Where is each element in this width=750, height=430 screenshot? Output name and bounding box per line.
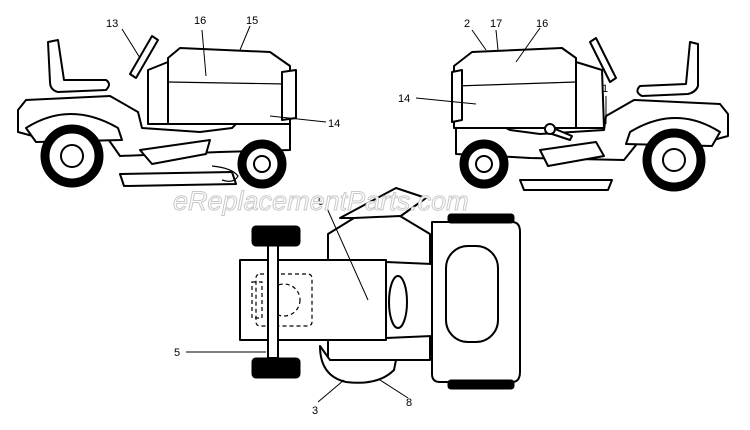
steering-ellipse [388, 275, 408, 329]
callout-14: 14 [328, 118, 340, 130]
front-wheel-hub [253, 155, 271, 173]
tractor-right-side-view: 2 17 16 14 1 [398, 18, 729, 192]
grille [451, 69, 463, 123]
callout-13: 13 [106, 18, 118, 30]
callout-8: 8 [406, 397, 412, 409]
steering-wheel [129, 35, 159, 79]
lever-knob [544, 123, 556, 135]
tractor-left-side-view: 13 16 15 14 [17, 15, 340, 189]
foot-rest [539, 141, 605, 167]
callout-15: 15 [246, 15, 258, 27]
seat [47, 39, 110, 93]
callout-16: 16 [536, 18, 548, 30]
callout-17: 17 [490, 18, 502, 30]
rear-axle [267, 243, 279, 359]
discharge-chute [211, 165, 239, 182]
seat [636, 41, 699, 97]
callout-16: 16 [194, 15, 206, 27]
hood-panel-line [167, 81, 287, 85]
mower-deck [119, 171, 237, 187]
callout-14: 14 [398, 93, 410, 105]
callout-3: 3 [312, 405, 318, 417]
hood-panel-line [455, 81, 577, 87]
tractor-top-view: 9 5 3 8 [174, 187, 521, 417]
rear-wheel-hub [60, 144, 84, 168]
front-wheel-hub [475, 155, 493, 173]
rear-tire-top [251, 225, 301, 247]
seat-outline [255, 273, 313, 327]
hood-top-panel [445, 245, 499, 343]
steering-wheel [589, 37, 617, 83]
mower-deck [519, 179, 613, 191]
dash-column [575, 61, 605, 129]
hood [167, 47, 291, 125]
seat-back-outline [251, 281, 263, 319]
grille [281, 69, 297, 121]
callout-9: 9 [318, 196, 324, 208]
hood [453, 47, 577, 129]
front-tire-bottom [447, 379, 515, 390]
rear-wheel-hub [662, 148, 686, 172]
callout-1: 1 [602, 83, 608, 95]
watermark-text: eReplacementParts.com [173, 186, 469, 216]
rear-tire-bottom [251, 357, 301, 379]
front-tire-top [447, 213, 515, 224]
callout-5: 5 [174, 347, 180, 359]
mower-deck [319, 345, 397, 384]
callout-2: 2 [464, 18, 470, 30]
rear-body [239, 259, 387, 341]
foot-rest [139, 139, 211, 165]
dash-column [147, 61, 169, 125]
